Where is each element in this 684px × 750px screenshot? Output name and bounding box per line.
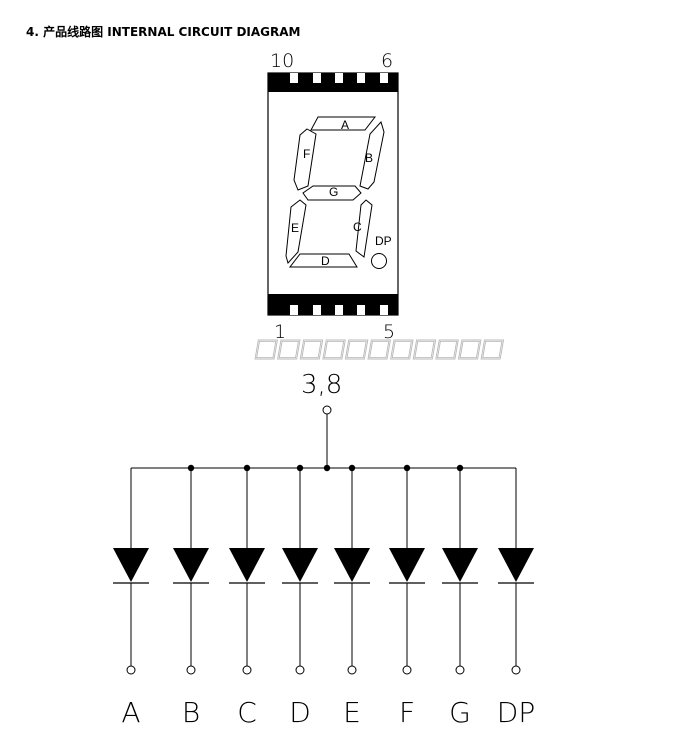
segment-f — [293, 128, 317, 191]
segment-e — [285, 199, 307, 265]
segment-label-b: B — [365, 151, 373, 165]
segment-label-c: C — [353, 220, 362, 234]
bottom-pin-bar — [268, 294, 398, 315]
diode-d — [282, 548, 318, 582]
display-package: A B C D E F G DP 10 6 1 5 — [267, 50, 399, 343]
watermark-text: □□□□□□□□□□□ — [252, 333, 506, 362]
segment-c — [355, 199, 373, 258]
segment-label-dp: DP — [375, 234, 392, 248]
diode-e — [334, 548, 370, 582]
pin-label-bottom-right: 5 — [383, 321, 395, 343]
diode-label-e: E — [343, 696, 361, 729]
terminal-b — [186, 665, 196, 675]
diode-c — [229, 548, 265, 582]
diode-b — [173, 548, 209, 582]
diode-label-dp: DP — [497, 696, 535, 729]
diode-a — [113, 548, 149, 582]
diode-g — [442, 548, 478, 582]
terminal-d — [295, 665, 305, 675]
diode-dp — [498, 548, 534, 582]
segment-dp — [371, 253, 387, 269]
bottom-pin-notches — [290, 305, 388, 315]
segment-label-d: D — [321, 254, 330, 268]
terminal-c — [242, 665, 252, 675]
terminal-e — [347, 665, 357, 675]
segment-label-e: E — [291, 221, 299, 235]
diode-f — [389, 548, 425, 582]
segment-d — [288, 253, 358, 268]
diode-label-c: C — [237, 696, 257, 729]
segment-b — [359, 121, 385, 190]
seven-segments — [285, 116, 387, 269]
section-heading: 4. 产品线路图 INTERNAL CIRCUIT DIAGRAM — [26, 25, 301, 39]
top-pin-bar — [268, 73, 398, 92]
segment-a — [310, 116, 377, 131]
pin-label-top-left: 10 — [270, 50, 294, 72]
pin-label-bottom-left: 1 — [274, 321, 286, 343]
segment-label-f: F — [303, 147, 310, 161]
diode-label-f: F — [399, 696, 415, 729]
diode-label-g: G — [449, 696, 471, 729]
segment-label-a: A — [341, 118, 349, 132]
terminal-g — [455, 665, 465, 675]
diode-label-b: B — [182, 696, 200, 729]
common-pin-terminal — [322, 405, 332, 415]
diode-label-d: D — [289, 696, 311, 729]
pin-label-top-right: 6 — [381, 50, 393, 72]
top-pin-notches — [290, 73, 388, 83]
common-pin-label: 3,8 — [301, 370, 342, 400]
segment-label-g: G — [329, 185, 338, 199]
diode-label-a: A — [121, 696, 140, 729]
terminal-f — [402, 665, 412, 675]
segment-g — [302, 185, 362, 201]
terminal-dp — [511, 665, 521, 675]
terminal-a — [126, 665, 136, 675]
